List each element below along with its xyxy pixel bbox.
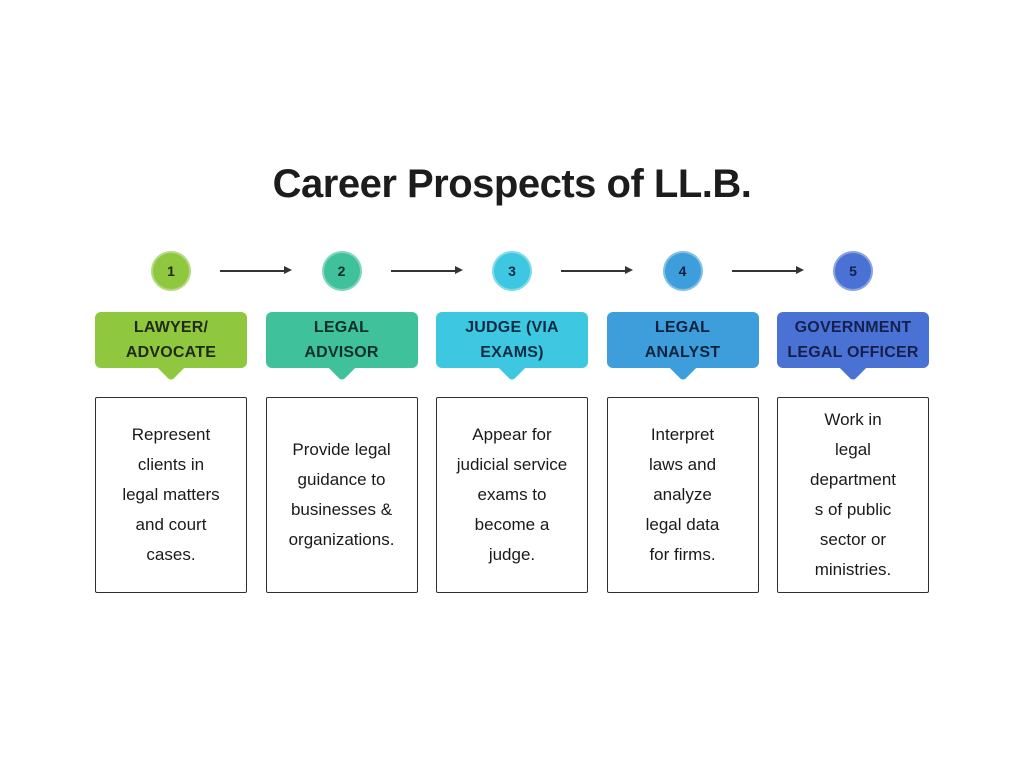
career-description-box: Represent clients in legal matters and c… [95,397,247,593]
arrow-head-icon [284,266,292,274]
career-title-label: LAWYER/ ADVOCATE [125,319,217,361]
page-title: Career Prospects of LL.B. [272,162,752,206]
arrow-line [220,270,285,272]
arrow-line [391,270,456,272]
arrow-line [561,270,626,272]
step-number-badge: 3 [492,251,532,291]
career-title-label: LEGAL ADVISOR [304,319,379,361]
career-description-text: Appear for judicial service exams to bec… [456,425,568,564]
career-description-text: Interpret laws and analyze legal data fo… [645,425,720,564]
career-title-label: GOVERNMENT LEGAL OFFICER [787,319,919,361]
career-title-bubble: LEGAL ANALYST [606,312,759,368]
arrow-icon [220,262,292,280]
career-description-box: Appear for judicial service exams to bec… [436,397,588,593]
arrow-icon [732,262,804,280]
career-title-bubble: LAWYER/ ADVOCATE [95,312,247,368]
arrow-head-icon [625,266,633,274]
step-number-badge: 2 [321,251,362,291]
arrow-icon [561,262,633,280]
arrow-line [732,270,797,272]
step-column-3: 3 JUDGE (VIA EXAMS) Appear for judicial … [436,0,588,768]
career-title-bubble: GOVERNMENT LEGAL OFFICER [777,312,929,368]
step-number-badge: 1 [151,251,191,291]
career-description-text: Work in legal department s of public sec… [810,410,896,579]
career-title-bubble: LEGAL ADVISOR [265,312,418,368]
step-column-5: 5 GOVERNMENT LEGAL OFFICER Work in legal… [777,0,929,768]
step-number-badge: 5 [833,251,873,291]
career-description-box: Interpret laws and analyze legal data fo… [606,397,759,593]
career-title-label: LEGAL ANALYST [644,319,721,361]
career-description-text: Represent clients in legal matters and c… [122,425,220,564]
arrow-head-icon [796,266,804,274]
arrow-icon [391,262,463,280]
step-column-1: 1 LAWYER/ ADVOCATE Represent clients in … [95,0,247,768]
career-description-text: Provide legal guidance to businesses & o… [288,440,395,549]
step-column-2: 2 LEGAL ADVISOR Provide legal guidance t… [265,0,418,768]
arrow-head-icon [455,266,463,274]
career-title-bubble: JUDGE (VIA EXAMS) [436,312,588,368]
step-number-badge: 4 [662,251,703,291]
career-title-label: JUDGE (VIA EXAMS) [465,319,559,361]
step-column-4: 4 LEGAL ANALYST Interpret laws and analy… [606,0,759,768]
career-description-box: Work in legal department s of public sec… [777,397,929,593]
career-description-box: Provide legal guidance to businesses & o… [265,397,418,593]
